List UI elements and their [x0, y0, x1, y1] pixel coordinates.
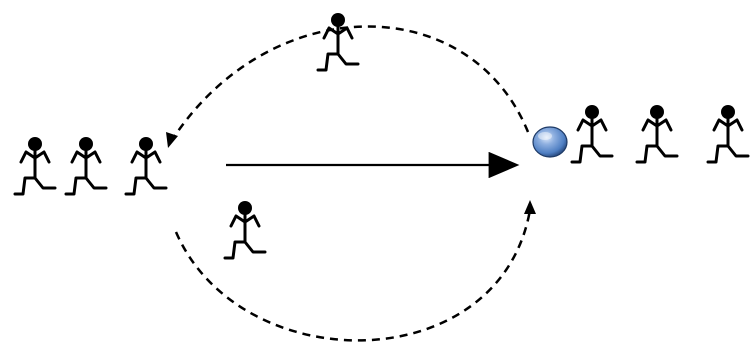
- left-runner-group: [13, 135, 168, 196]
- ball-icon: [532, 126, 568, 158]
- runner-icon: [13, 135, 57, 196]
- runner-icon: [570, 103, 614, 164]
- runner-icon: [124, 135, 168, 196]
- runner-icon: [316, 11, 360, 72]
- runner-icon: [223, 199, 267, 260]
- right-runner-group: [570, 103, 750, 164]
- lower-dashed-arc: [174, 209, 532, 342]
- runner-icon: [706, 103, 750, 164]
- upper-arc-arrowhead: [166, 132, 178, 148]
- upper-dashed-arc: [170, 25, 530, 141]
- runner-icon: [635, 103, 679, 164]
- lower-arc-arrowhead: [524, 200, 536, 214]
- runner-icon: [64, 135, 108, 196]
